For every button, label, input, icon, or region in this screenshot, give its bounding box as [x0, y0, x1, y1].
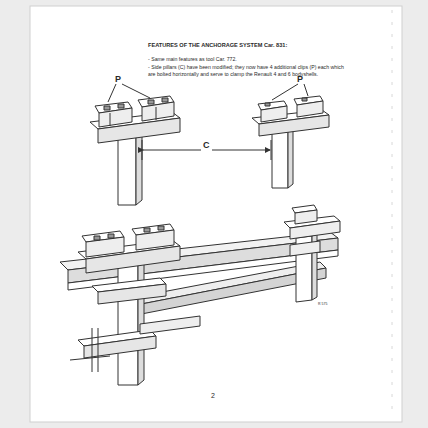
callout-letter: P [115, 74, 121, 85]
callout-letter: C [201, 140, 212, 151]
bullet-note: - Side pillars (C) have been modified; t… [148, 64, 344, 77]
bullet-note: - Same main features as tool Car. 772. [148, 56, 348, 63]
page-number: 2 [211, 392, 215, 401]
main-assembly [60, 205, 340, 385]
callout-letter: P [297, 74, 303, 85]
binder-edge [392, 10, 393, 418]
figure-ref: R 575 [318, 302, 327, 306]
leader-lines [108, 84, 308, 102]
paper-sheet [30, 6, 402, 422]
page-heading: FEATURES OF THE ANCHORAGE SYSTEM Car. 83… [148, 42, 388, 49]
dimension-line [142, 140, 271, 160]
pillar-unit-right [252, 96, 329, 188]
